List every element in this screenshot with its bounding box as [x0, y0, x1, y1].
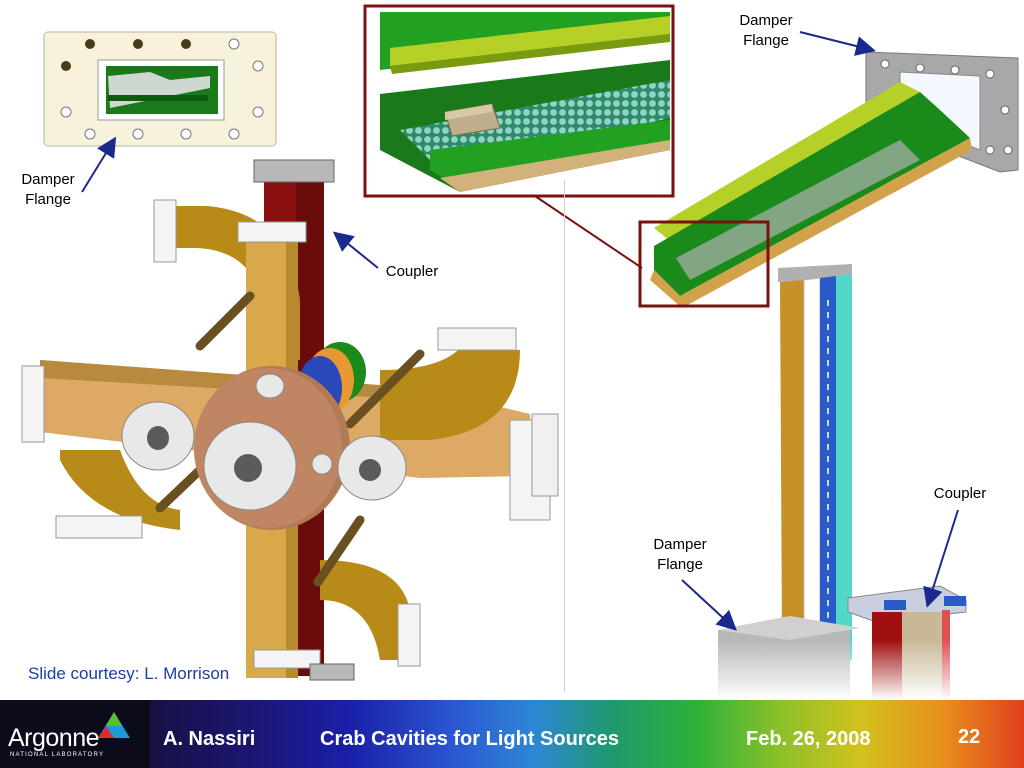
panel-divider: [564, 180, 565, 692]
zoom-inset: [363, 4, 675, 198]
footer-date: Feb. 26, 2008: [746, 728, 871, 750]
label-damper-flange-top-right: Damper Flange: [739, 12, 793, 49]
page-number: 22: [958, 726, 981, 748]
label-damper-flange-bottom-right: Damper Flange: [653, 536, 707, 573]
slide-credit: Slide courtesy: L. Morrison: [28, 664, 230, 683]
arrow-damper-top-right: [799, 31, 876, 56]
illustration: [21, 4, 1019, 700]
damper-waveguide-right: [650, 51, 1019, 308]
label-coupler-right: Coupler: [933, 485, 987, 502]
slide-canvas: Damper Flange Coupler Damper Flange Coup…: [21, 4, 1019, 700]
zoom-indicator-box: [638, 220, 770, 308]
crab-cavity-assembly: [21, 159, 559, 681]
argonne-logo: Argonne: [8, 724, 100, 752]
arrow-coupler-right: [923, 509, 959, 608]
label-damper-flange-top-left: Damper Flange: [21, 171, 75, 208]
vertical-damper: [778, 264, 852, 660]
footer-author: A. Nassiri: [163, 728, 256, 750]
argonne-logo-subtitle: NATIONAL LABORATORY: [10, 752, 105, 758]
arrow-damper-bottom-right: [681, 579, 737, 631]
arrow-coupler-left: [332, 231, 379, 269]
label-coupler-left: Coupler: [385, 263, 439, 280]
footer-bar: [0, 700, 1024, 768]
arrow-damper-top-left: [81, 136, 117, 193]
footer-title: Crab Cavities for Light Sources: [320, 728, 619, 750]
damper-flange-view: [43, 31, 277, 147]
